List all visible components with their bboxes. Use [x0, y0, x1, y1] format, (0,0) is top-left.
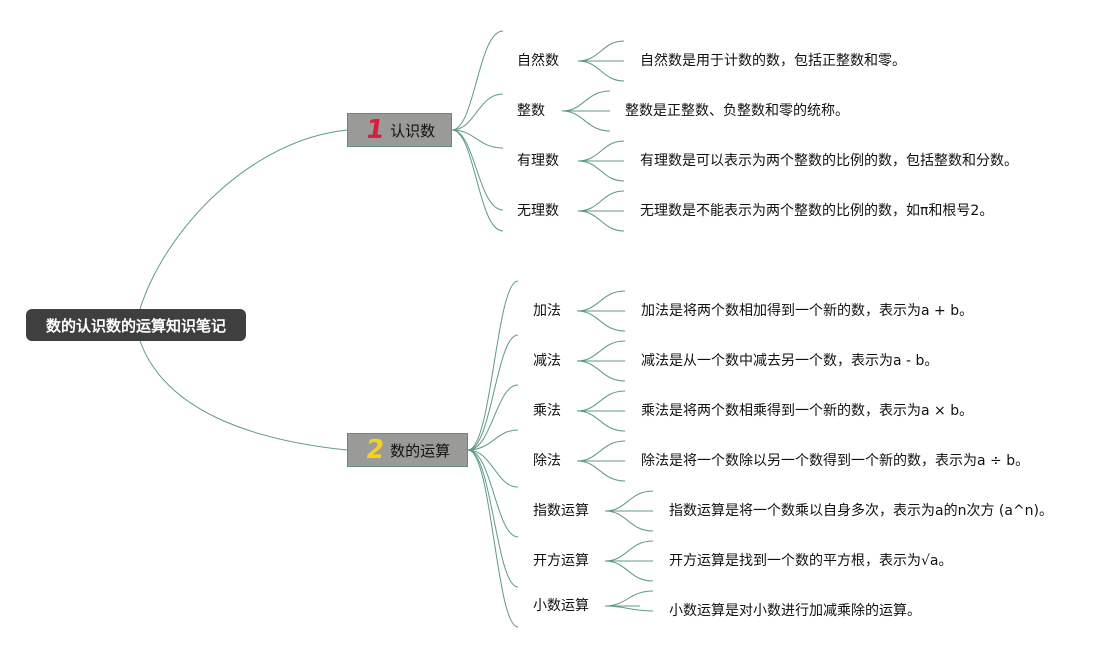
fork-natural-down — [577, 60, 625, 82]
branch-1-curve-1 — [451, 93, 504, 131]
topic-division[interactable]: 除法 — [533, 453, 561, 469]
branch-label: 数的运算 — [390, 441, 451, 460]
fork-integers-down — [561, 110, 611, 132]
fork-integers-up — [561, 90, 611, 112]
topic-rational-numbers[interactable]: 有理数 — [517, 153, 559, 169]
topic-addition[interactable]: 加法 — [533, 303, 561, 319]
desc-decimal-operations: 小数运算是对小数进行加减乘除的运算。 — [669, 603, 921, 619]
branch-number-badge: 2 — [363, 435, 387, 465]
root-to-branch-1-line — [139, 129, 348, 310]
fork-decimal-down — [604, 605, 654, 612]
fork-multiplication-up — [576, 390, 626, 412]
branch-node-operations[interactable]: 2 数的运算 — [347, 433, 468, 467]
fork-irrational-down — [577, 210, 625, 232]
root-to-branch-2-line — [139, 340, 348, 451]
root-node[interactable]: 数的认识数的运算知识笔记 — [26, 309, 246, 341]
fork-exponent-up — [604, 490, 654, 512]
fork-root-down — [604, 560, 654, 582]
fork-multiplication-down — [576, 410, 626, 432]
branch-1-curve-tail — [451, 129, 504, 232]
branch-2-curve-7 — [467, 449, 519, 628]
root-label: 数的认识数的运算知识笔记 — [45, 316, 226, 335]
fork-decimal-up — [604, 590, 654, 607]
fork-addition-up — [576, 290, 626, 312]
desc-exponentiation: 指数运算是将一个数乘以自身多次，表示为a的n次方 (a^n)。 — [669, 503, 1054, 519]
fork-addition-down — [576, 310, 626, 332]
branch-2-curve-3 — [467, 429, 519, 451]
desc-natural-numbers: 自然数是用于计数的数，包括正整数和零。 — [640, 53, 906, 69]
branch-2-curve-4 — [467, 449, 519, 488]
topic-multiplication[interactable]: 乘法 — [533, 403, 561, 419]
fork-exponent-down — [604, 510, 654, 532]
desc-addition: 加法是将两个数相加得到一个新的数，表示为a + b。 — [641, 303, 974, 319]
branch-2-curve-5 — [467, 449, 519, 538]
desc-multiplication: 乘法是将两个数相乘得到一个新的数，表示为a × b。 — [641, 403, 974, 419]
branch-node-recognizing-numbers[interactable]: 1 认识数 — [347, 113, 452, 147]
branch-2-curve-6 — [467, 449, 519, 588]
topic-subtraction[interactable]: 减法 — [533, 353, 561, 369]
fork-root-up — [604, 540, 654, 562]
branch-2-curve-1 — [467, 334, 519, 451]
branch-1-curve-2 — [451, 129, 504, 149]
topic-exponentiation[interactable]: 指数运算 — [533, 503, 589, 519]
fork-irrational-up — [577, 190, 625, 212]
fork-rational-down — [577, 160, 625, 182]
fork-division-down — [576, 460, 626, 482]
topic-root-extraction[interactable]: 开方运算 — [533, 553, 589, 569]
desc-rational-numbers: 有理数是可以表示为两个整数的比例的数，包括整数和分数。 — [640, 153, 1018, 169]
desc-integers: 整数是正整数、负整数和零的统称。 — [625, 103, 849, 119]
desc-root-extraction: 开方运算是找到一个数的平方根，表示为√a。 — [669, 553, 953, 569]
branch-2-curve-2 — [467, 384, 519, 451]
fork-subtraction-up — [576, 340, 626, 362]
branch-1-curve-0 — [451, 30, 504, 131]
topic-irrational-numbers[interactable]: 无理数 — [517, 203, 559, 219]
fork-division-up — [576, 440, 626, 462]
branch-1-curve-3 — [451, 129, 504, 211]
branch-number-badge: 1 — [363, 115, 387, 145]
fork-rational-up — [577, 140, 625, 162]
branch-label: 认识数 — [390, 121, 436, 140]
desc-irrational-numbers: 无理数是不能表示为两个整数的比例的数，如π和根号2。 — [640, 203, 994, 219]
fork-subtraction-down — [576, 360, 626, 382]
topic-integers[interactable]: 整数 — [517, 103, 545, 119]
fork-natural-up — [577, 40, 625, 62]
desc-division: 除法是将一个数除以另一个数得到一个新的数，表示为a ÷ b。 — [641, 453, 1030, 469]
topic-natural-numbers[interactable]: 自然数 — [517, 53, 559, 69]
desc-subtraction: 减法是从一个数中减去另一个数，表示为a - b。 — [641, 353, 939, 369]
topic-decimal-operations[interactable]: 小数运算 — [533, 598, 589, 614]
branch-2-curve-0 — [467, 280, 519, 451]
